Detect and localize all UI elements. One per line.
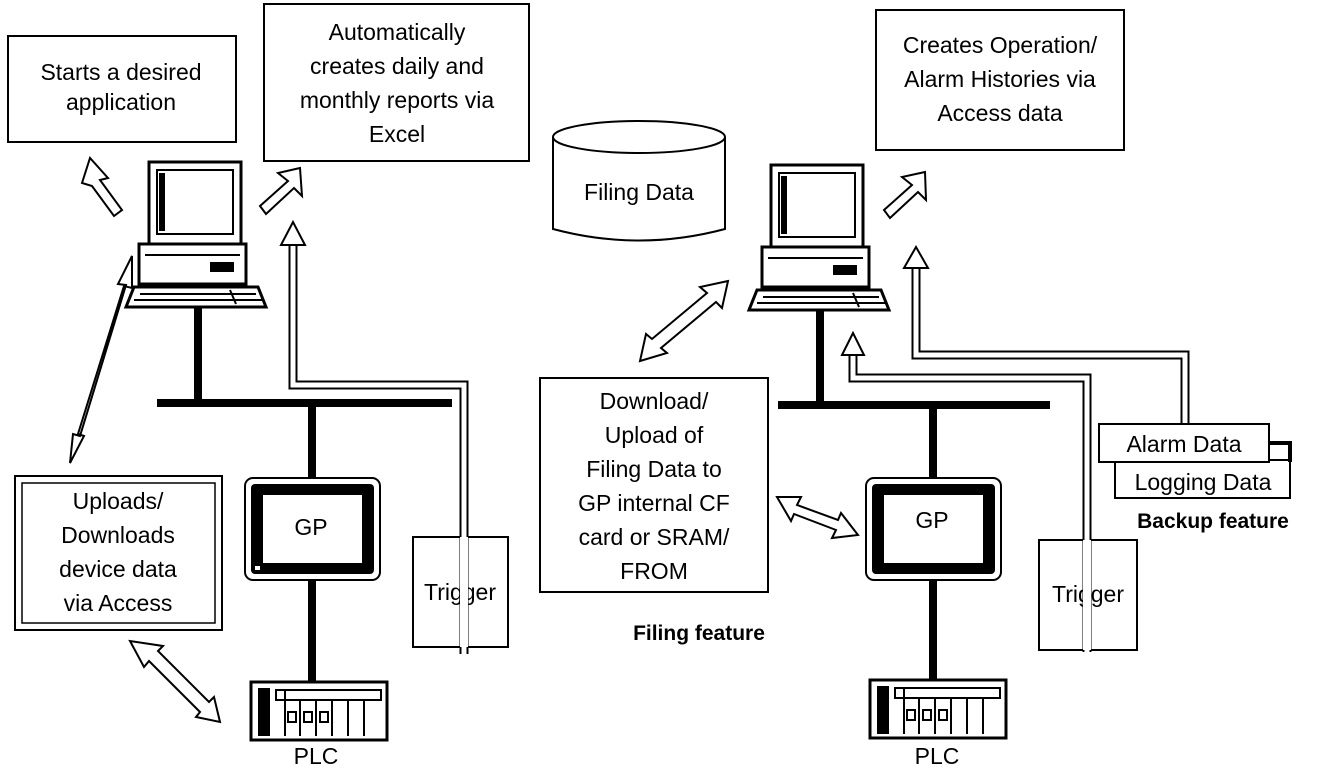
backup-data-stack: Alarm Data Logging Data — [1098, 423, 1292, 499]
excel-line-4: Excel — [369, 121, 425, 147]
histories-line-2: Alarm Histories via — [904, 66, 1096, 92]
right-gp-label: GP — [915, 507, 948, 533]
histories-line-3: Access data — [937, 100, 1062, 126]
left-gp-label: GP — [294, 514, 327, 540]
excel-line-2: creates daily and — [310, 53, 484, 79]
starts-application-box: Starts a desired application — [7, 35, 237, 143]
histories-line-1: Creates Operation/ — [903, 32, 1098, 58]
right-plc-label: PLC — [915, 743, 960, 769]
filing-feature-caption: Filing feature — [633, 622, 765, 645]
right-up-arrow-to-histories — [882, 170, 928, 220]
left-plc-icon: PLC — [249, 680, 389, 769]
histories-box: Creates Operation/ Alarm Histories via A… — [875, 9, 1125, 151]
right-pc-icon — [746, 163, 892, 312]
starts-app-line-1: Starts a desired — [40, 59, 201, 85]
logging-data-label: Logging Data — [1135, 469, 1272, 495]
left-pc-icon — [123, 160, 269, 309]
excel-line-3: monthly reports via — [300, 87, 495, 113]
left-trigger-signal-path — [279, 219, 469, 654]
left-plc-access-arrow — [128, 639, 222, 724]
access-line-1: Uploads/ — [73, 488, 164, 514]
left-gp-terminal: GP — [244, 477, 381, 581]
dl-line-3: Filing Data to — [586, 456, 722, 482]
access-line-4: via Access — [64, 590, 173, 616]
excel-line-1: Automatically — [329, 19, 466, 45]
left-up-arrow-to-app — [80, 156, 124, 218]
dl-line-2: Upload of — [605, 422, 704, 448]
filing-data-cylinder: Filing Data — [552, 120, 726, 242]
starts-app-line-2: application — [66, 89, 176, 115]
dl-line-4: GP internal CF — [578, 490, 730, 516]
left-up-arrow-to-excel — [258, 166, 304, 216]
access-line-3: device data — [59, 556, 177, 582]
backup-signal-path — [902, 244, 1190, 428]
dl-line-1: Download/ — [600, 388, 709, 414]
filing-data-label: Filing Data — [584, 179, 694, 205]
alarm-data-label: Alarm Data — [1126, 431, 1241, 457]
dl-line-5: card or SRAM/ — [579, 524, 730, 550]
download-gp-arrow — [775, 496, 860, 540]
left-plc-label: PLC — [294, 743, 339, 769]
right-trigger-signal-path — [840, 330, 1092, 652]
right-gp-terminal: GP — [865, 477, 1002, 581]
left-pc-access-arrow — [69, 255, 133, 464]
right-plc-icon: PLC — [868, 678, 1008, 769]
backup-feature-caption: Backup feature — [1137, 510, 1289, 533]
access-line-2: Downloads — [61, 522, 175, 548]
access-data-box: Uploads/ Downloads device data via Acces… — [14, 475, 223, 631]
filing-data-pc-arrow — [638, 279, 730, 363]
download-upload-box: Download/ Upload of Filing Data to GP in… — [539, 377, 769, 593]
dl-line-6: FROM — [620, 558, 688, 584]
excel-reports-box: Automatically creates daily and monthly … — [263, 3, 530, 162]
